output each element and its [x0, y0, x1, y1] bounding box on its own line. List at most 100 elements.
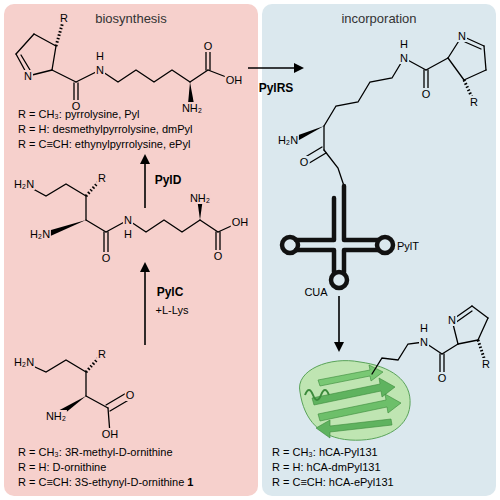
atom-label: O: [421, 88, 432, 100]
charged-pyrrolysine-structure-part: [324, 58, 404, 126]
atom-label: H: [419, 322, 429, 334]
charged-pyrrolysine-structure-part: [427, 70, 428, 94]
ornithine-structure-part: [86, 354, 102, 372]
atom-label: NH₂: [45, 410, 67, 422]
compound-name: R = H: desmethylpyrrolysine, dmPyl: [18, 123, 193, 135]
atom-label: R: [481, 358, 491, 370]
compound-name: R = CH₃: hCA-Pyl131: [272, 446, 378, 458]
reaction-arrows-part: [144, 270, 146, 345]
atom-label: R: [97, 348, 107, 360]
atom-label: O: [71, 100, 82, 112]
atom-label: O: [213, 250, 224, 262]
pyrrolysine-structure-part: [56, 18, 64, 46]
atom-label: OH: [225, 74, 244, 86]
pyrrolysine-structure: [16, 18, 234, 106]
protein-cartoon-part: [316, 419, 392, 438]
pylrs-arrow-part: [248, 67, 296, 69]
trna-cloverleaf-part: [331, 272, 347, 288]
compound-name: R = C≡CH: hCA-ePyl131: [272, 476, 394, 488]
translation-arrow-part: [338, 296, 340, 344]
charged-pyrrolysine-structure-part: [462, 36, 484, 46]
trna-cloverleaf-part: [344, 186, 378, 240]
pyrrolysine-structure-part: [209, 46, 210, 70]
protein-cartoon-part: [305, 390, 329, 400]
ornithine-structure-part: [54, 396, 86, 419]
pyrrolysine-structure-part: [73, 83, 74, 106]
trna-cloverleaf: [282, 186, 393, 288]
translation-arrow-part: [334, 342, 344, 352]
atom-label: H₂N: [29, 228, 51, 240]
ornithine-structure-part: [86, 396, 108, 408]
charged-pyrrolysine-structure-part: [324, 150, 344, 186]
dipeptide-structure-part: [128, 220, 200, 232]
pylrs-arrow-part: [294, 63, 304, 73]
protein-cartoon-part: [300, 361, 411, 441]
dipeptide-structure-part: [86, 220, 106, 232]
incorporated-pyrrolysine-structure-part: [424, 342, 442, 354]
dipeptide-structure-part: [86, 178, 102, 196]
incorporated-pyrrolysine-structure-part: [439, 354, 440, 378]
dipeptide-structure-part: [44, 220, 86, 238]
pyrrolysine-structure-part: [16, 34, 34, 54]
trna-cloverleaf-part: [282, 237, 298, 253]
protein-cartoon-part: [318, 365, 383, 386]
pyrrolysine-structure-part: [208, 70, 234, 80]
enzyme-label: PylRS: [259, 81, 294, 95]
enzyme-label: PylD: [155, 173, 182, 187]
pyrrolysine-structure-part: [77, 83, 78, 106]
dipeptide-structure-part: [215, 232, 216, 256]
trna-cloverleaf-part: [377, 237, 393, 253]
annotation-label: PylT: [397, 240, 419, 252]
atom-label: OH: [231, 216, 250, 228]
dipeptide-structure-part: [24, 184, 86, 196]
ornithine-structure-part: [110, 398, 132, 411]
incorporated-pyrrolysine-structure-part: [472, 306, 488, 318]
panel-heading: biosynthesis: [4, 11, 258, 26]
pyrrolysine-structure-part: [28, 70, 52, 76]
atom-label: H: [399, 38, 409, 50]
dipeptide-structure-part: [197, 198, 203, 220]
atom-label: N: [419, 336, 429, 348]
incorporated-pyrrolysine-structure-part: [478, 318, 488, 340]
atom-label: N: [123, 214, 133, 226]
ornithine-structure-part: [24, 360, 86, 372]
charged-pyrrolysine-structure-part: [290, 126, 324, 144]
incorporated-pyrrolysine-structure-part: [372, 342, 424, 374]
atom-label: R: [469, 96, 479, 108]
reaction-arrows-part: [140, 262, 150, 272]
incorporated-pyrrolysine-structure-part: [443, 354, 444, 378]
incorporated-pyrrolysine-structure-part: [458, 340, 478, 344]
atom-label: R: [59, 12, 69, 24]
charged-pyrrolysine-structure-part: [404, 58, 426, 70]
process-panel: incorporation: [262, 4, 496, 496]
compound-name: R = CH₃: 3R-methyl-D-ornithine: [18, 446, 173, 458]
atom-label: O: [101, 252, 112, 264]
pyrrolysine-structure-part: [205, 46, 206, 70]
charged-pyrrolysine-structure-part: [306, 153, 326, 165]
reaction-arrows-part: [140, 154, 150, 164]
ornithine-structure-part: [108, 408, 110, 434]
panel-heading: incorporation: [262, 11, 496, 26]
incorporated-pyrrolysine-structure-part: [455, 311, 472, 323]
atom-label: H: [95, 50, 105, 62]
pyrrolysine-structure-part: [52, 70, 76, 82]
charged-pyrrolysine-structure-part: [423, 70, 424, 94]
annotation-label: CUA: [304, 286, 327, 298]
atom-label: R: [97, 172, 107, 184]
atom-label: H: [123, 228, 133, 240]
charged-pyrrolysine-structure: [290, 36, 486, 186]
charged-pyrrolysine-structure-part: [465, 42, 481, 49]
atom-label: H₂N: [277, 134, 299, 146]
compound-name: R = H: hCA-dmPyl131: [272, 461, 381, 473]
dipeptide-structure-part: [200, 220, 218, 232]
atom-label: H₂N: [13, 356, 35, 368]
protein-cartoon: [300, 361, 411, 441]
atom-label: N: [399, 52, 409, 64]
compound-name: R = CH₃: pyrrolysine, Pyl: [18, 108, 140, 120]
pyrrolysine-structure-part: [190, 70, 208, 82]
charged-pyrrolysine-structure-part: [448, 36, 462, 58]
atom-label: N: [447, 314, 457, 326]
